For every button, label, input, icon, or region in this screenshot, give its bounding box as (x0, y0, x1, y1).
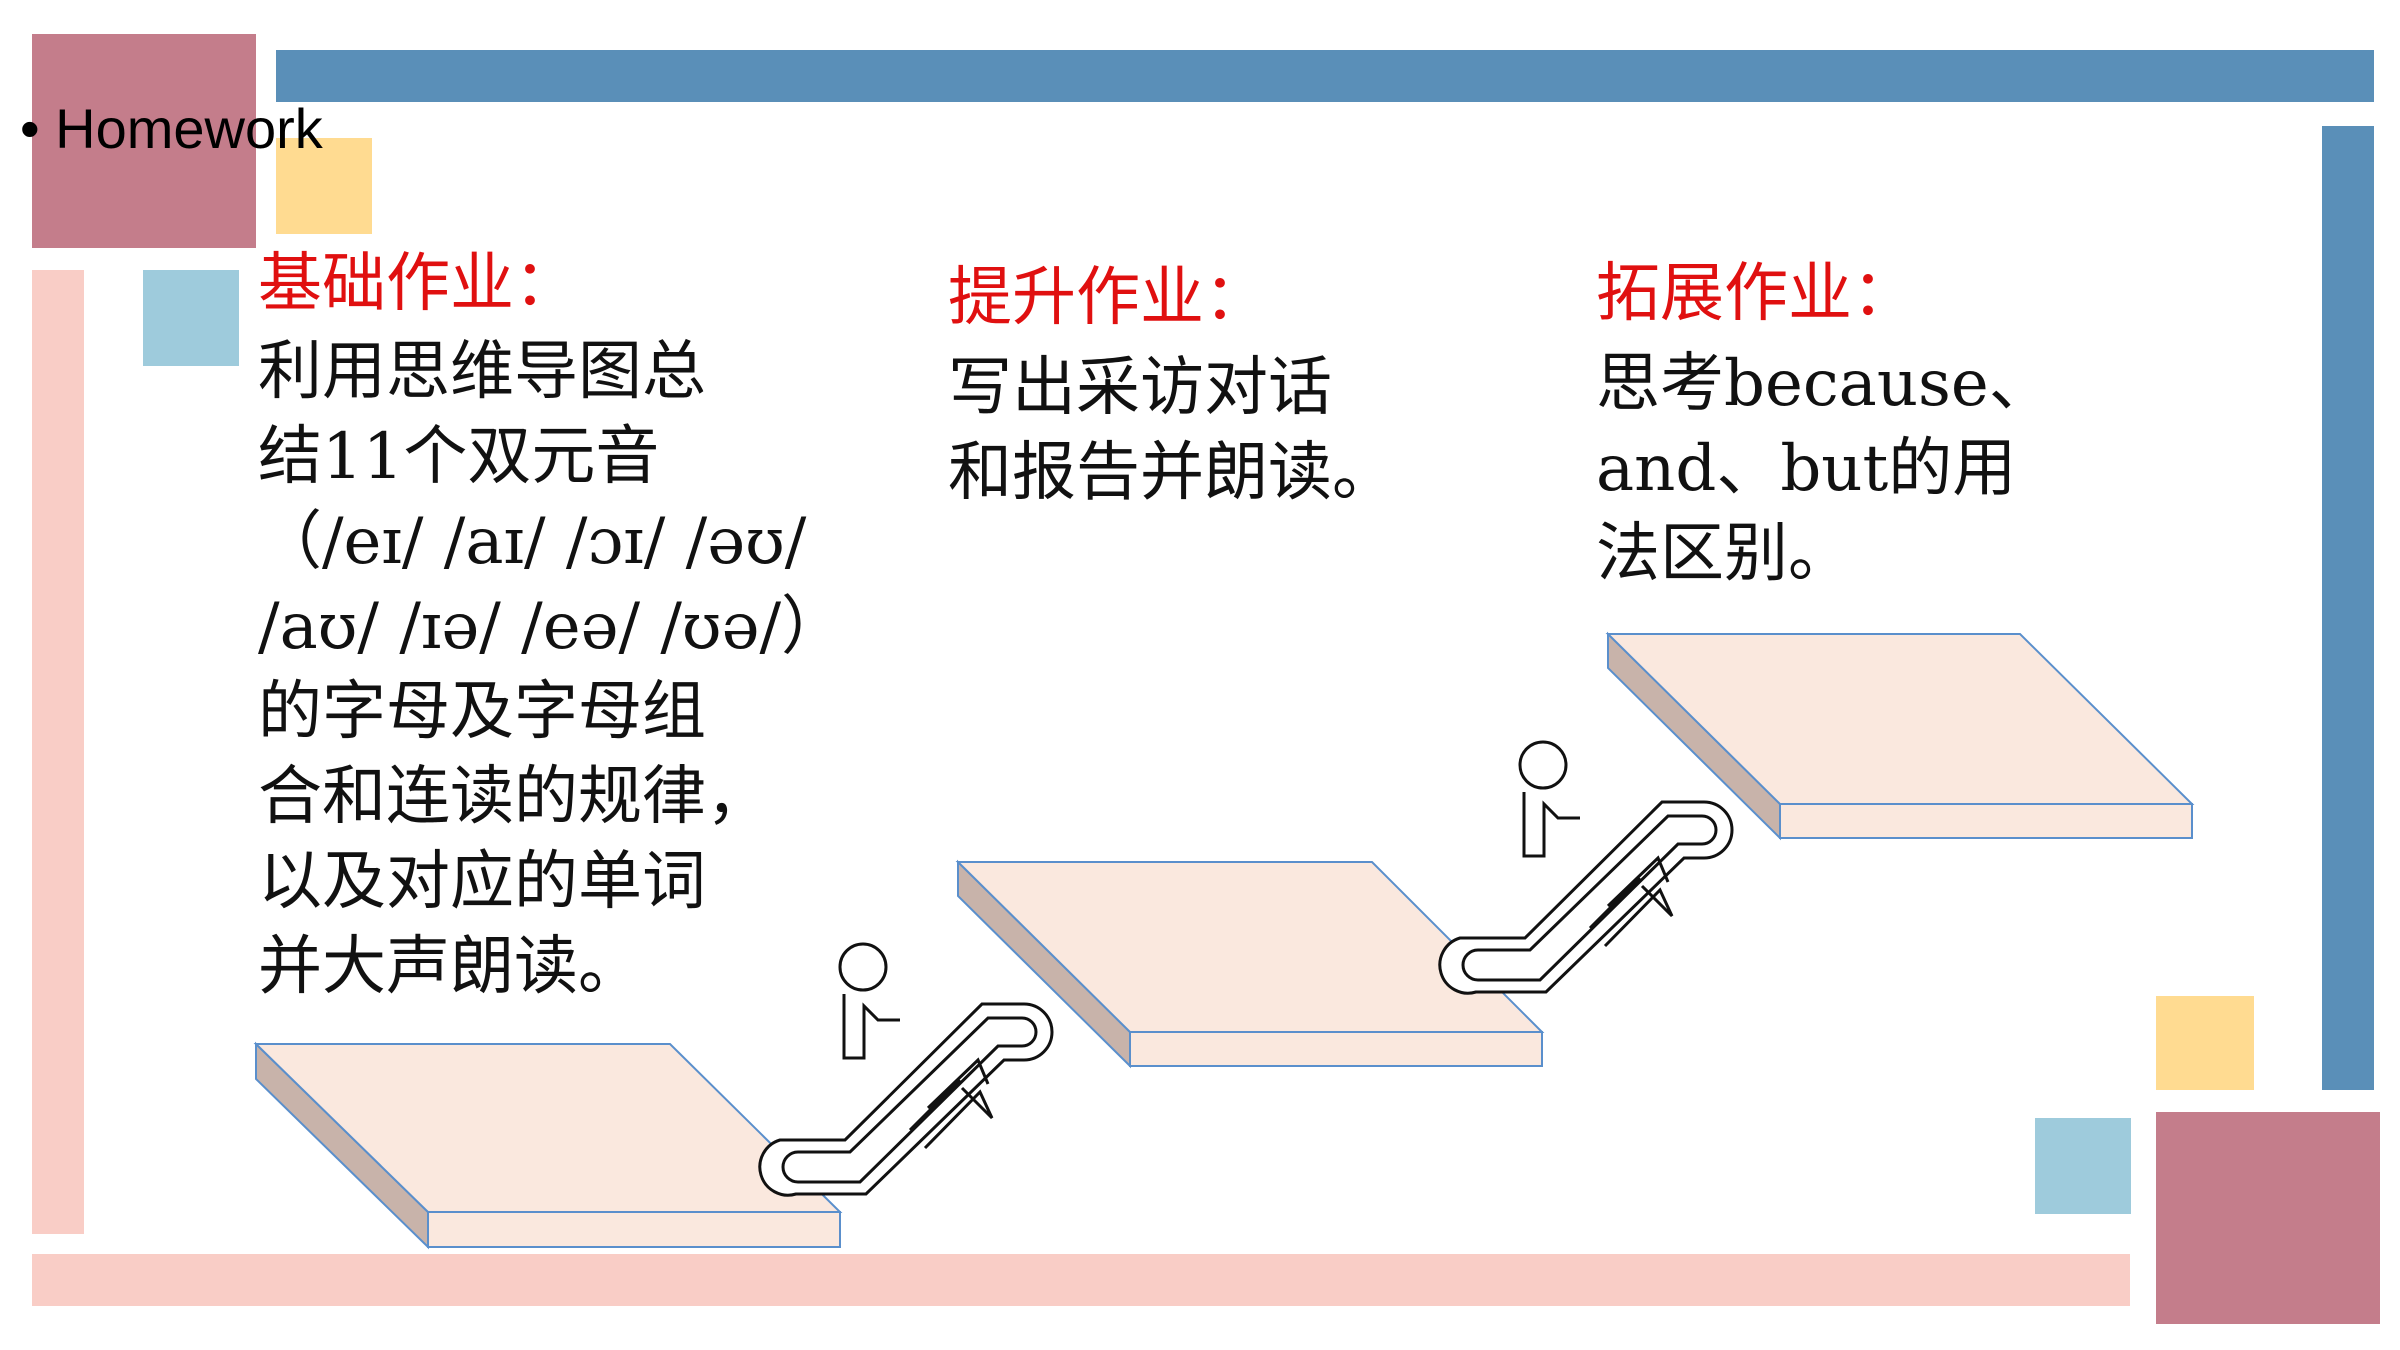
rose-square-top-left (32, 34, 256, 248)
light-blue-square-bottom-right (2035, 1118, 2131, 1214)
line: and、but的用 (1596, 432, 2017, 506)
light-blue-square-top-left (143, 270, 239, 366)
line: 利用思维导图总 (258, 335, 706, 409)
line: 并大声朗读。 (258, 930, 642, 1004)
yellow-square-top-left (276, 138, 372, 234)
pink-bar-bottom (32, 1254, 2130, 1306)
line: 法区别。 (1596, 517, 1852, 591)
yellow-square-bottom-right (2156, 996, 2254, 1090)
line: 结11个双元音 (258, 420, 660, 494)
heading-advanced-homework: 提升作业： (948, 261, 1268, 335)
heading-basic-homework: 基础作业： (258, 247, 578, 321)
extended-homework-text: 思考because、 and、but的用 法区别。 (1596, 342, 2053, 597)
line: 思考because、 (1596, 347, 2053, 421)
line: /aʊ/ /ɪə/ /eə/ /ʊə/） (258, 590, 846, 664)
bullet-homework: • Homework (20, 97, 323, 160)
pink-bar-left (32, 270, 84, 1234)
platform-1 (253, 1041, 843, 1250)
blue-bar-right (2322, 126, 2374, 1090)
platform-3 (1605, 631, 2195, 841)
bullet-text: Homework (55, 97, 323, 160)
rose-square-bottom-right (2156, 1112, 2380, 1324)
line: 的字母及字母组 (258, 675, 706, 749)
escalator-person-icon (1438, 740, 1734, 995)
line: 和报告并朗读。 (948, 436, 1396, 510)
advanced-homework-text: 写出采访对话 和报告并朗读。 (948, 346, 1396, 516)
basic-homework-text: 利用思维导图总 结11个双元音 （/eɪ/ /aɪ/ /ɔɪ/ /əʊ/ /aʊ… (258, 330, 845, 1010)
escalator-person-icon (758, 942, 1054, 1197)
line: 以及对应的单词 (258, 845, 706, 919)
line: （/eɪ/ /aɪ/ /ɔɪ/ /əʊ/ (258, 505, 807, 579)
platform-2 (955, 859, 1545, 1069)
line: 写出采访对话 (948, 351, 1332, 425)
blue-bar-top (276, 50, 2374, 102)
heading-extended-homework: 拓展作业： (1596, 257, 1916, 331)
line: 合和连读的规律， (258, 760, 770, 834)
